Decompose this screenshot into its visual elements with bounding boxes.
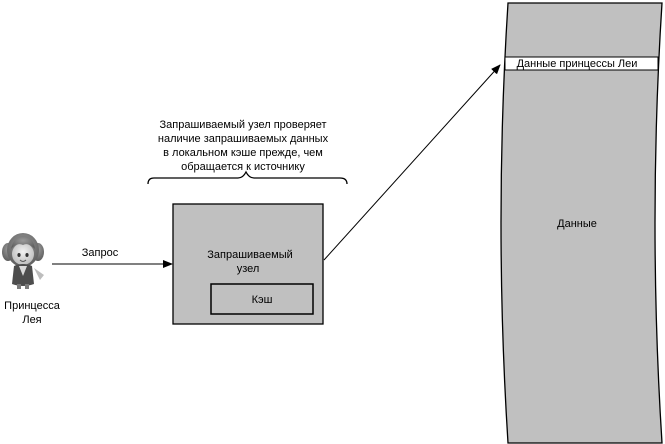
annotation-brace	[147, 170, 348, 185]
annotation-line-2: наличие запрашиваемых данных	[158, 133, 329, 145]
annotation-line-3: в локальном кэше прежде, чем	[163, 147, 323, 159]
datastore-record-row	[504, 56, 659, 71]
user-name-line-2: Лея	[22, 314, 41, 326]
annotation-line-4: обращается к источнику	[181, 161, 305, 173]
request-label: Запрос	[82, 247, 119, 259]
datastore-shape	[500, 2, 663, 444]
node-title-line-2: узел	[237, 263, 260, 275]
princess-avatar-icon	[2, 233, 44, 289]
node-title-line-1: Запрашиваемый	[207, 249, 293, 261]
annotation-line-1: Запрашиваемый узел проверяет	[160, 119, 327, 131]
datastore-record-label: Данные принцессы Леи	[517, 58, 638, 70]
datastore-label: Данные	[557, 218, 597, 230]
fetch-arrow	[323, 64, 501, 261]
user-name-line-1: Принцесса	[4, 300, 61, 312]
cache-box	[210, 283, 314, 315]
cache-label: Кэш	[252, 294, 273, 306]
